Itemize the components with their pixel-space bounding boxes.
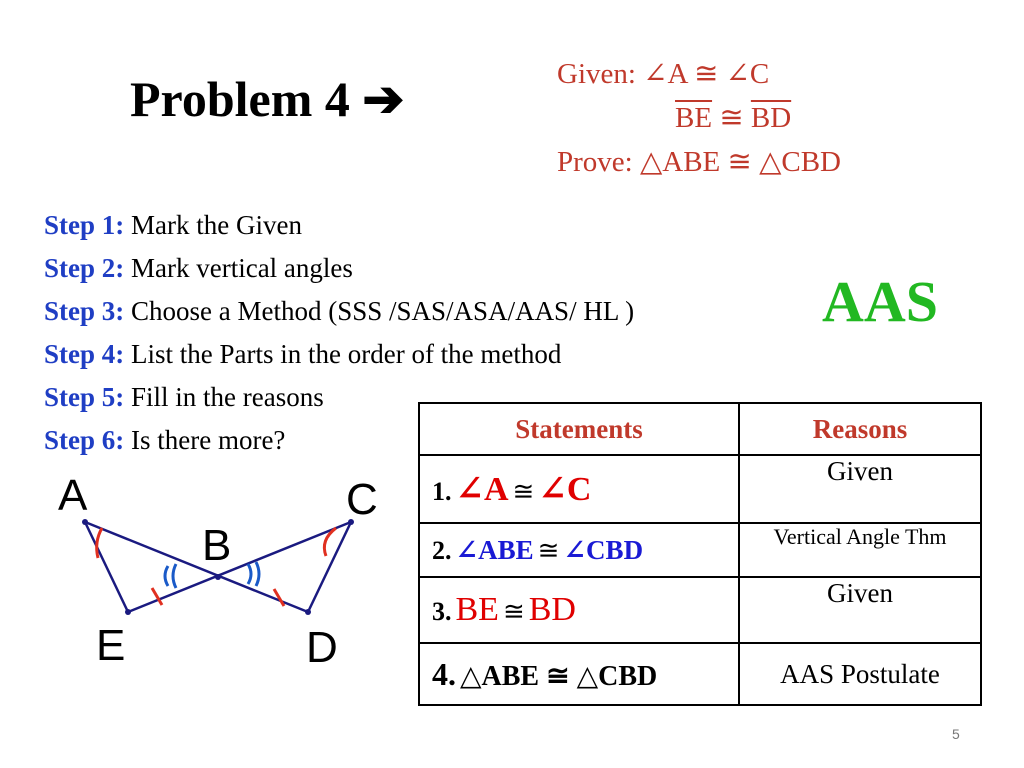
label-a: A — [58, 471, 88, 520]
page-title: Problem 4 ➔ — [130, 71, 405, 127]
table-row: 1. ∠A ≅ ∠C Given — [418, 454, 982, 524]
step-text: Choose a Method (SSS /SAS/ASA/AAS/ HL ) — [131, 296, 635, 326]
page-number: 5 — [952, 726, 960, 742]
statement-cell: 2. ∠ABE ≅ ∠CBD — [418, 522, 740, 578]
segment-be: BE — [675, 102, 713, 134]
vertex-dots — [82, 519, 354, 615]
table-row: 3. BE ≅ BD Given — [418, 576, 982, 644]
step-label: Step 3: — [44, 296, 125, 326]
segment-cd — [306, 521, 353, 613]
step-label: Step 4: — [44, 339, 125, 369]
proof-table: Statements Reasons 1. ∠A ≅ ∠C Given 2. ∠… — [418, 402, 982, 706]
prove-line: Prove: △ABE ≅ △CBD — [557, 146, 841, 178]
step-text: Fill in the reasons — [131, 382, 324, 412]
segment-ae — [83, 521, 130, 613]
given-line: Given: ∠A ≅ ∠C — [557, 58, 770, 90]
step-item: Step 6: Is there more? — [44, 419, 634, 462]
tick-be — [150, 587, 164, 606]
step-item: Step 4: List the Parts in the order of t… — [44, 333, 634, 376]
angle-c-mark — [322, 526, 337, 557]
label-d: D — [306, 623, 338, 672]
table-row: 4. △ABE ≅ △CBD AAS Postulate — [418, 642, 982, 706]
reason-cell: AAS Postulate — [738, 642, 982, 706]
angle-a-mark — [95, 527, 104, 559]
step-item: Step 1: Mark the Given — [44, 204, 634, 247]
step-label: Step 6: — [44, 425, 125, 455]
given-segment-line: BE ≅ BD — [557, 96, 841, 140]
steps-list: Step 1: Mark the Given Step 2: Mark vert… — [44, 204, 634, 462]
figure-lines — [83, 520, 353, 614]
label-c: C — [346, 475, 378, 524]
step-label: Step 2: — [44, 253, 125, 283]
step-item: Step 5: Fill in the reasons — [44, 376, 634, 419]
step-label: Step 1: — [44, 210, 125, 240]
angle-marks — [95, 526, 337, 607]
table-header-row: Statements Reasons — [418, 402, 982, 456]
header-statements: Statements — [418, 402, 740, 456]
vertical-angle-marks — [163, 561, 261, 589]
header-reasons: Reasons — [738, 402, 982, 456]
segment-bd: BD — [750, 102, 792, 134]
label-b: B — [202, 521, 231, 570]
reason-cell: Vertical Angle Thm — [738, 522, 982, 578]
congruent-symbol: ≅ — [719, 102, 744, 134]
statement-cell: 1. ∠A ≅ ∠C — [418, 454, 740, 524]
reason-cell: Given — [738, 454, 982, 524]
segment-ce — [127, 520, 352, 614]
step-text: Is there more? — [131, 425, 286, 455]
step-label: Step 5: — [44, 382, 125, 412]
step-text: Mark vertical angles — [131, 253, 353, 283]
step-item: Step 3: Choose a Method (SSS /SAS/ASA/AA… — [44, 290, 634, 333]
step-text: List the Parts in the order of the metho… — [131, 339, 562, 369]
statement-cell: 4. △ABE ≅ △CBD — [418, 642, 740, 706]
segment-ad — [84, 520, 309, 614]
tick-bd — [272, 588, 286, 607]
step-text: Mark the Given — [131, 210, 302, 240]
given-prove-block: Given: ∠A ≅ ∠C BE ≅ BD Prove: △ABE ≅ △CB… — [557, 52, 841, 184]
table-row: 2. ∠ABE ≅ ∠CBD Vertical Angle Thm — [418, 522, 982, 578]
method-label: AAS — [822, 269, 939, 334]
reason-cell: Given — [738, 576, 982, 644]
triangle-figure: A C B E D — [58, 471, 378, 672]
label-e: E — [96, 621, 125, 670]
step-item: Step 2: Mark vertical angles — [44, 247, 634, 290]
statement-cell: 3. BE ≅ BD — [418, 576, 740, 644]
